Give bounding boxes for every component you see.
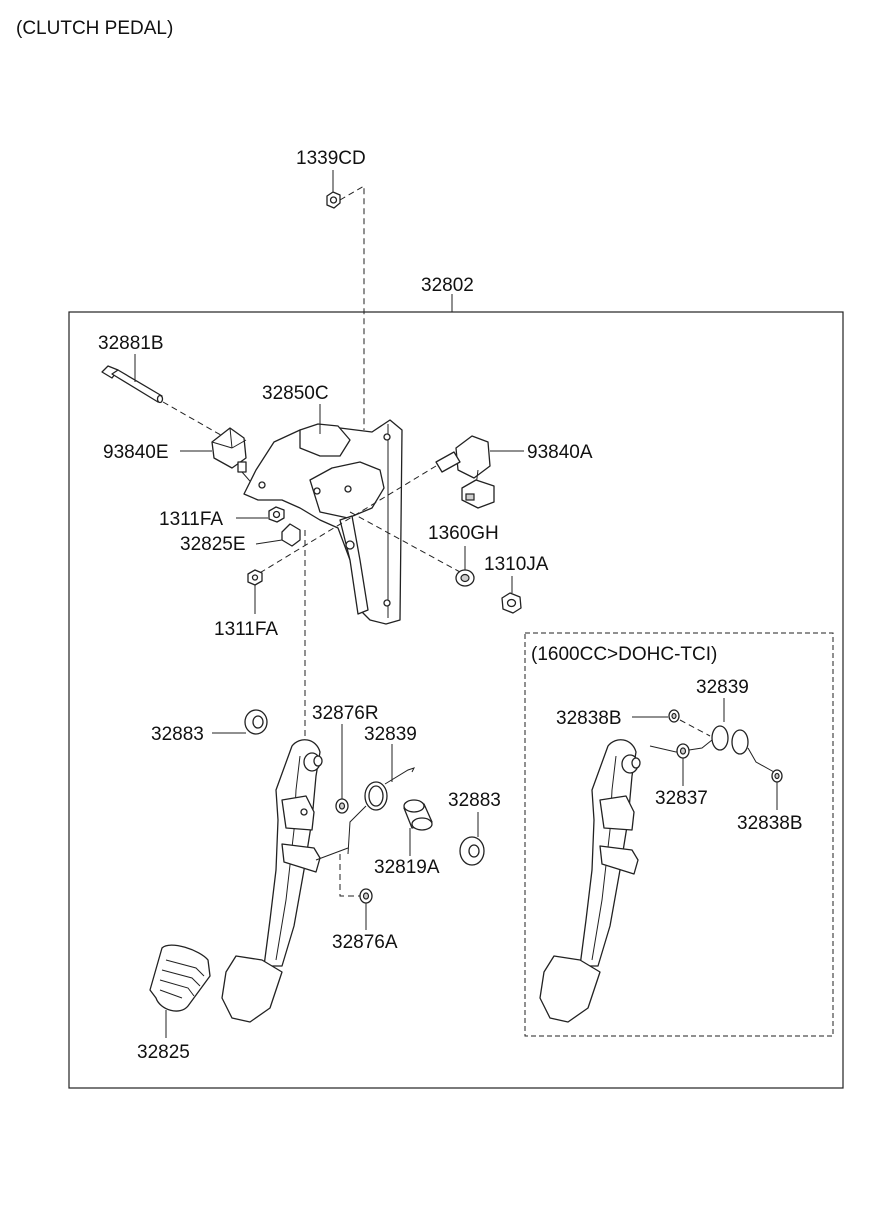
label-32837: 32837 (655, 788, 708, 809)
label-1360GH: 1360GH (428, 523, 499, 544)
bushing-32819A[interactable] (403, 799, 433, 831)
label-32876R: 32876R (312, 703, 379, 724)
switch-93840A[interactable] (435, 435, 495, 509)
label-32838B-left: 32838B (556, 708, 622, 729)
label-1311FA-lower: 1311FA (214, 619, 278, 640)
nut-1310JA[interactable] (501, 592, 522, 614)
nut-1311FA-lower[interactable] (247, 569, 263, 586)
pedal-pad-32825[interactable] (149, 944, 211, 1012)
label-32883-right: 32883 (448, 790, 501, 811)
washer-1360GH[interactable] (455, 569, 475, 587)
diagram-title: (CLUTCH PEDAL) (16, 18, 174, 39)
label-1311FA-upper: 1311FA (159, 509, 223, 530)
label-32838B-right: 32838B (737, 813, 803, 834)
axis-93840A (257, 465, 437, 575)
label-93840A: 93840A (527, 442, 593, 463)
inset-pedal-arm[interactable] (539, 739, 641, 1023)
bushing-32883-left[interactable] (244, 709, 268, 735)
spring-32839-main[interactable] (347, 767, 415, 855)
label-32850C: 32850C (262, 383, 329, 404)
leader-32825E (255, 539, 283, 545)
label-93840E: 93840E (103, 442, 169, 463)
bushing-32883-right[interactable] (459, 836, 485, 866)
label-32839-inset: 32839 (696, 677, 749, 698)
bushing-32876R[interactable] (335, 798, 349, 814)
nut-1311FA-upper[interactable] (268, 506, 285, 523)
label-1339CD: 1339CD (296, 148, 366, 169)
label-32839-main: 32839 (364, 724, 417, 745)
axis-32876A (339, 854, 360, 897)
label-1310JA: 1310JA (484, 554, 549, 575)
label-32819A: 32819A (374, 857, 440, 878)
bushing-32876A[interactable] (359, 888, 373, 904)
label-32883-left: 32883 (151, 724, 204, 745)
nut-1339CD[interactable] (326, 191, 341, 209)
inset-clip-32838B-left[interactable] (668, 709, 680, 723)
label-32876A: 32876A (332, 932, 398, 953)
inset-clip-32838B-right[interactable] (771, 769, 783, 783)
inset-spring-32839[interactable] (649, 725, 775, 773)
label-32825: 32825 (137, 1042, 190, 1063)
axis-32881B (162, 401, 227, 439)
axis-1360GH (349, 511, 461, 573)
stopper-32825E[interactable] (281, 523, 301, 547)
axis-1339CD (339, 185, 365, 430)
clutch-pedal-arm[interactable] (221, 739, 349, 1023)
switch-93840E[interactable] (211, 427, 257, 489)
bolt-32881B[interactable] (101, 365, 164, 404)
axis-inset-spring (679, 719, 711, 737)
label-inset-title: (1600CC>DOHC-TCI) (531, 644, 717, 665)
label-32825E: 32825E (180, 534, 246, 555)
assembly-frame (68, 311, 844, 1089)
inset-frame (524, 632, 834, 1037)
bracket-32850C[interactable] (243, 419, 403, 625)
inset-bushing-32837[interactable] (676, 743, 690, 759)
label-32881B: 32881B (98, 333, 164, 354)
label-32802: 32802 (421, 275, 474, 296)
